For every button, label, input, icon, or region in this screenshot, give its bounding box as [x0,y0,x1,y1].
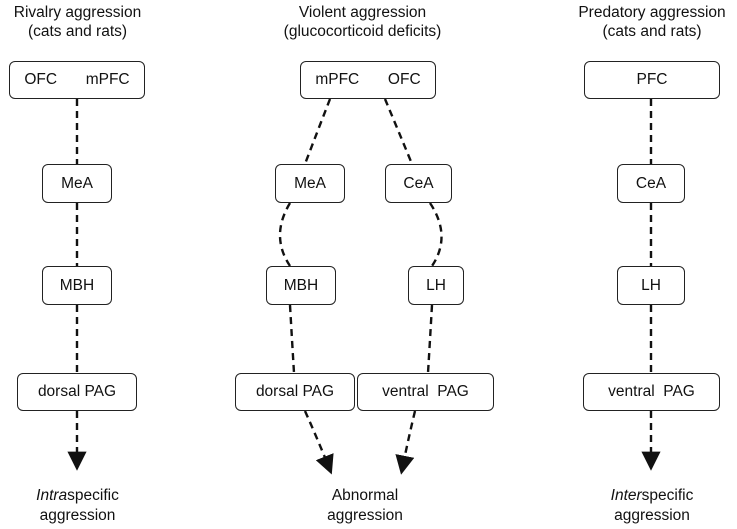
title-subline: (cats and rats) [27,23,128,40]
title-line: Rivalry aggression [13,4,142,21]
node-mbh-2: MBH [266,266,336,305]
outcome-interspecific: Interspecific aggression [572,486,732,526]
edge-mpfc-cea [383,98,414,165]
node-lh-3: LH [617,266,685,305]
outcome-subline: aggression [614,507,690,524]
node-label-ofc: OFC [387,71,421,88]
node-mea: MeA [42,164,112,203]
edge-ventralpag-abnormal [395,410,417,475]
node-label: CeA [635,174,667,192]
node-label: LH [426,276,446,294]
edge-lh-ventralpag-2 [426,304,434,374]
column-title-rivalry: Rivalry aggression (cats and rats) [0,3,155,41]
title-line: Violent aggression [298,4,427,21]
node-label: CeA [403,174,434,192]
node-label: MBH [59,276,95,294]
node-label: MeA [61,174,93,192]
outcome-prefix: Intra [36,487,68,504]
title-line: Predatory aggression [578,4,726,21]
node-dorsal-pag: dorsal PAG [17,373,137,411]
edge-mbh-dorsalpag-2 [288,304,296,374]
outcome-subline: aggression [327,507,403,524]
node-ofc-mpfc: OFC mPFC [9,61,145,99]
node-mpfc-ofc: mPFC OFC [300,61,436,99]
node-label: MeA [294,174,326,192]
node-lh-2: LH [408,266,464,305]
outcome-line: Intraspecific [0,486,155,506]
title-subline: (glucocorticoid deficits) [283,23,442,40]
column-title-predatory: Predatory aggression (cats and rats) [572,3,732,41]
node-label-mpfc: mPFC [85,71,130,88]
edge-cea-lh [429,202,443,267]
edge-mpfc-mea [303,98,332,165]
outcome-prefix: Inter [610,487,642,504]
node-dorsal-pag-2: dorsal PAG [235,373,355,411]
outcome-line: Interspecific [572,486,732,506]
outcome-subline: aggression [39,507,116,524]
node-label: MBH [283,276,319,294]
node-ventral-pag-3: ventral PAG [583,373,720,411]
node-label: dorsal PAG [37,383,117,400]
node-pfc: PFC [584,61,720,99]
outcome-intraspecific: Intraspecific aggression [0,486,155,526]
node-label-mpfc: mPFC [315,71,360,88]
node-label: ventral PAG [382,383,469,400]
node-label-ofc: OFC [24,71,58,88]
node-cea-2: CeA [385,164,452,203]
node-mbh: MBH [42,266,112,305]
node-cea-3: CeA [617,164,685,203]
outcome-rest: specific [641,487,694,504]
edge-dorsalpag-abnormal [303,410,334,475]
node-label: LH [641,276,661,294]
outcome-abnormal: Abnormal aggression [290,486,440,526]
edge-mea-mbh-2 [278,202,292,267]
outcome-line: Abnormal [331,487,399,504]
node-label: PFC [636,71,668,88]
title-subline: (cats and rats) [602,23,702,40]
outcome-rest: specific [67,487,119,504]
node-label: ventral PAG [608,383,695,400]
node-ventral-pag-2: ventral PAG [357,373,494,411]
node-mea-2: MeA [275,164,345,203]
node-label: dorsal PAG [255,383,335,400]
column-title-violent: Violent aggression (glucocorticoid defic… [245,3,480,41]
